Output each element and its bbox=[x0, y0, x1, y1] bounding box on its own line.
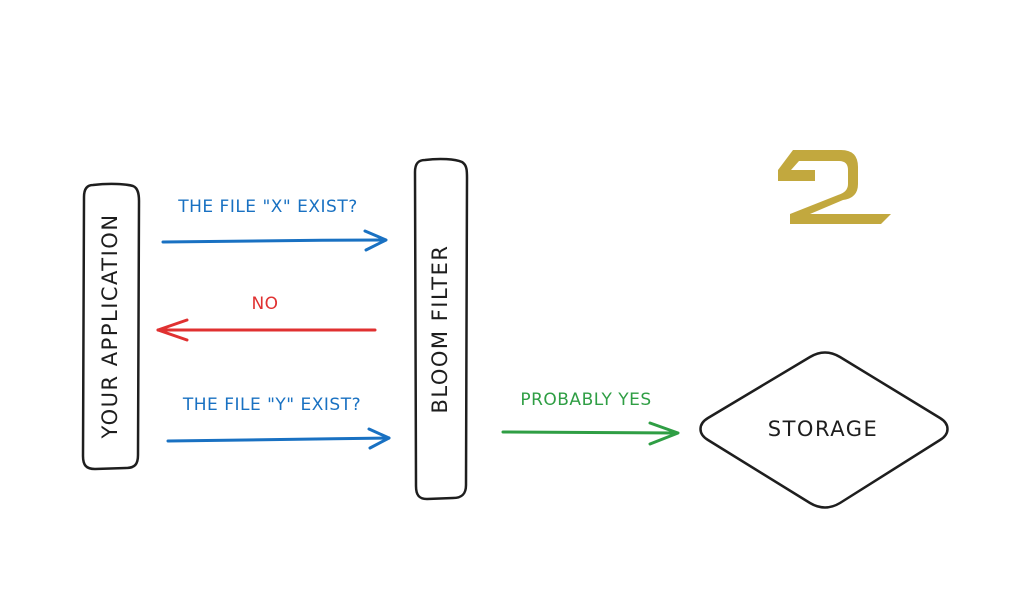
query-x-arrowhead bbox=[363, 229, 388, 252]
node-your-application[interactable]: YOUR APPLICATION bbox=[81, 182, 141, 471]
query-y-arrowhead bbox=[367, 427, 391, 450]
answer-no-label: NO bbox=[251, 294, 278, 314]
monogram-logo-icon bbox=[778, 150, 891, 224]
query-y-label: THE FILE "Y" EXIST? bbox=[182, 395, 361, 415]
probably-yes-label: PROBABLY YES bbox=[520, 390, 651, 410]
answer-no-arrowhead bbox=[156, 318, 189, 342]
storage-diamond bbox=[699, 351, 949, 509]
application-label: YOUR APPLICATION bbox=[98, 213, 122, 439]
application-box bbox=[81, 182, 141, 471]
edge-answer-no[interactable]: NO bbox=[156, 294, 377, 342]
bloom-filter-label: BLOOM FILTER bbox=[428, 245, 452, 414]
query-y-arrow-line bbox=[166, 436, 391, 443]
node-bloom-filter[interactable]: BLOOM FILTER bbox=[413, 157, 469, 501]
query-x-arrow-line bbox=[161, 238, 387, 244]
edge-query-x[interactable]: THE FILE "X" EXIST? bbox=[161, 197, 388, 252]
bloom-filter-box bbox=[413, 157, 469, 501]
edge-probably-yes[interactable]: PROBABLY YES bbox=[501, 390, 680, 446]
probably-yes-arrow-line bbox=[501, 430, 679, 435]
storage-label: STORAGE bbox=[768, 417, 878, 441]
node-storage[interactable]: STORAGE bbox=[699, 351, 949, 509]
query-x-label: THE FILE "X" EXIST? bbox=[177, 197, 358, 217]
edge-query-y[interactable]: THE FILE "Y" EXIST? bbox=[166, 395, 391, 450]
probably-yes-arrowhead bbox=[648, 421, 680, 446]
